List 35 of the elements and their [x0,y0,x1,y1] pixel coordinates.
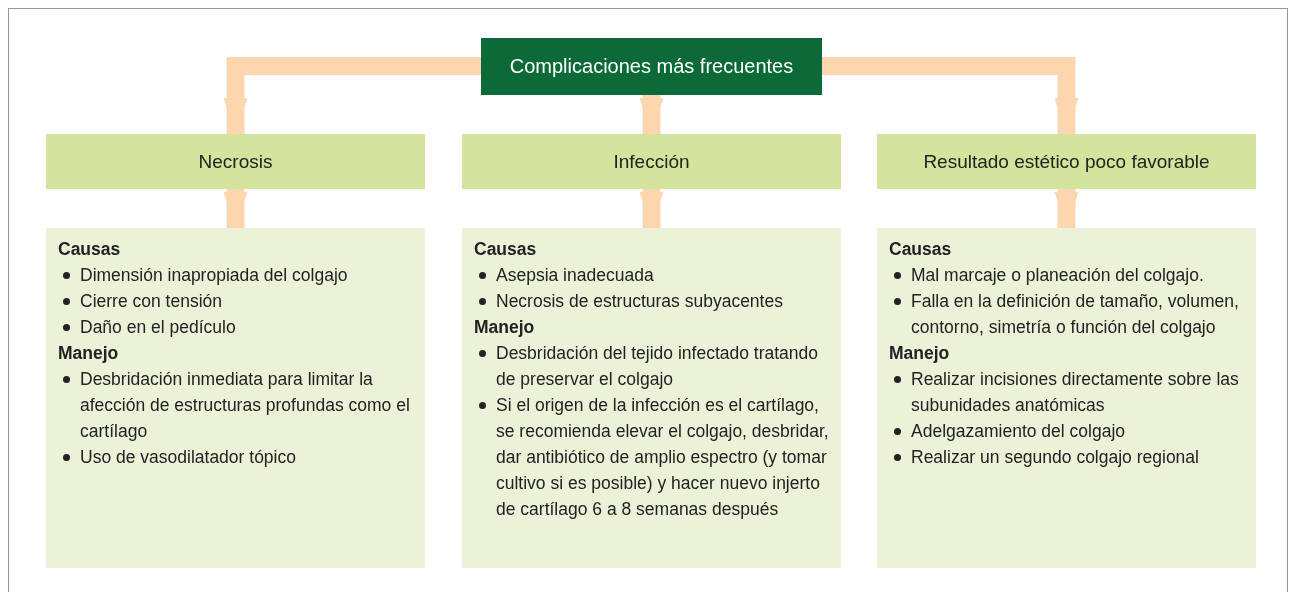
detail-box [877,228,1256,568]
list-item: Necrosis de estructuras subyacentes [474,288,831,314]
list-item: Desbridación inmediata para limitar la afección de estructuras profundas como el cartílago [58,366,415,444]
list-item: Adelgazamiento del colgajo [889,418,1246,444]
detail-box [462,228,841,568]
list-item: Cierre con tensión [58,288,415,314]
list-item: Falla en la definición de tamaño, volumen, contorno, simetría o función del colgajo [889,288,1246,340]
detail-box [46,228,425,568]
list-item: Dimensión inapropiada del colgajo [58,262,415,288]
list-item: Uso de vasodilatador tópico [58,444,415,470]
category-label: Necrosis [198,150,273,173]
list-item: Desbridación del tejido infectado tratando de preservar el colgajo [474,340,831,392]
arrow [639,95,664,134]
list-item: Si el origen de la infección es el cartílago, se recomienda elevar el colgajo, desbridar, dar antibiótico de amplio espectro (y tomar cultivo si es posible) y hacer nuevo injerto de cartílago 6 a 8 semanas después [474,392,831,522]
category-box [462,134,841,189]
title-box [481,38,822,95]
arrow [223,189,248,228]
list-item: Realizar un segundo colgajo regional [889,444,1246,470]
list-item: Mal marcaje o planeación del colgajo. [889,262,1246,288]
section-heading: Causas [889,238,952,261]
category-label: Resultado estético poco favorable [923,150,1210,173]
category-label: Infección [613,150,690,173]
section-heading: Manejo [889,342,950,365]
section-heading: Causas [474,238,537,261]
list-item: Asepsia inadecuada [474,262,831,288]
section-heading: Causas [58,238,121,261]
category-box [877,134,1256,189]
title-text: Complicaciones más frecuentes [509,55,794,78]
arrow [639,189,664,228]
list-item: Realizar incisiones directamente sobre las subunidades anatómicas [889,366,1246,418]
section-heading: Manejo [58,342,119,365]
list-item: Daño en el pedículo [58,314,415,340]
arrow [1054,189,1079,228]
section-heading: Manejo [474,316,535,339]
category-box [46,134,425,189]
